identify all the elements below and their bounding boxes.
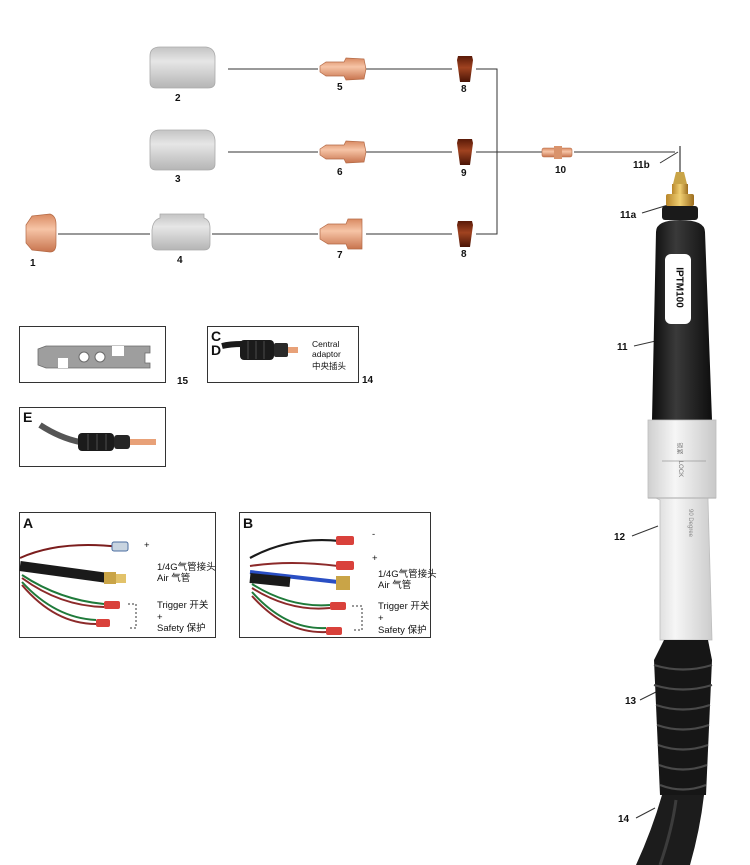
label-part-9: 9 (461, 168, 467, 179)
label-part-13: 13 (625, 696, 637, 707)
a-safety: Safety 保护 (157, 623, 206, 634)
sleeve-side-text: 90 Degree (687, 508, 694, 538)
a-plus-label: + (144, 540, 150, 551)
handle-sleeve-12 (647, 419, 717, 641)
central-adaptor-cn: 中央插头 (312, 361, 347, 371)
nozzle-7 (319, 218, 363, 250)
label-part-6: 6 (337, 167, 343, 178)
label-part-5: 5 (337, 82, 343, 93)
label-part-8-bottom: 8 (461, 249, 467, 260)
label-part-15: 15 (177, 376, 189, 387)
label-part-11a: 11a (620, 210, 637, 221)
torch-head-11a (662, 146, 698, 220)
swirl-ring-9 (457, 139, 473, 165)
box-e (19, 407, 166, 467)
label-part-14: 14 (618, 814, 630, 825)
label-part-14-box: 14 (362, 375, 374, 386)
nozzle-5 (319, 57, 367, 81)
swirl-ring-8-top (457, 56, 473, 82)
a-plus2: + (157, 612, 163, 623)
shield-cap-2 (149, 46, 216, 89)
label-part-2: 2 (175, 93, 181, 104)
nozzle-6 (319, 140, 367, 164)
b-air-cn: 1/4G气管接头 (378, 569, 437, 580)
electrode-10 (541, 146, 573, 159)
box-letter-e: E (23, 409, 33, 425)
label-part-8-top: 8 (461, 84, 467, 95)
connection-lines (58, 68, 679, 819)
a-air-en: Air 气管 (157, 573, 191, 584)
torch-handle-11 (652, 220, 712, 420)
box-letter-c: C (211, 328, 222, 344)
label-part-11: 11 (617, 342, 628, 353)
b-trigger: Trigger 开关 (378, 601, 430, 612)
swirl-ring-8-bottom (457, 221, 473, 247)
b-plus2: + (378, 613, 384, 624)
label-part-10: 10 (555, 165, 567, 176)
b-safety: Safety 保护 (378, 625, 427, 636)
collar-mark-bottom: LOCK (677, 460, 684, 478)
box-letter-b: B (243, 515, 254, 531)
nozzle-cap-1 (25, 213, 57, 253)
label-part-1: 1 (30, 258, 36, 269)
label-part-3: 3 (175, 174, 181, 185)
box-letter-d: D (211, 342, 222, 358)
cable-14 (636, 795, 704, 865)
handle-model-text: IPTM100 (673, 267, 685, 308)
a-air-cn: 1/4G气管接头 (157, 562, 216, 573)
label-part-12: 12 (614, 532, 626, 543)
shield-cup-4 (151, 213, 211, 251)
label-part-7: 7 (337, 250, 343, 261)
label-part-11b: 11b (633, 160, 650, 171)
a-trigger: Trigger 开关 (157, 600, 209, 611)
collar-mark-top: 锁紧 (675, 442, 682, 455)
label-part-4: 4 (177, 255, 183, 266)
shield-cap-3 (149, 129, 216, 171)
box-letter-a: A (23, 515, 34, 531)
b-minus-label: - (372, 529, 376, 540)
central-adaptor-en: Central adaptor (312, 339, 341, 359)
b-plus-label: + (372, 553, 378, 564)
b-air-en: Air 气管 (378, 580, 412, 591)
strain-relief-13 (653, 640, 713, 795)
